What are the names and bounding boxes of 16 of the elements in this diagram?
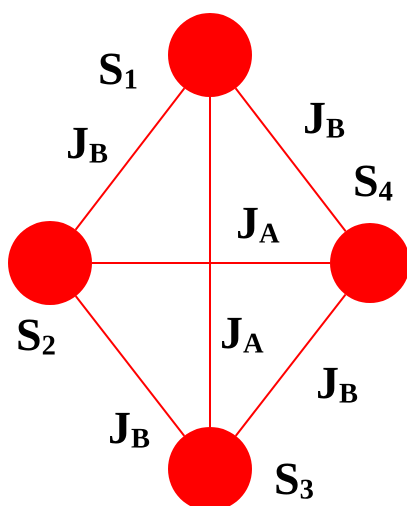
site-circle [330,223,407,303]
connector-line [92,262,330,264]
connector-line [74,88,186,230]
connector-line [234,294,346,436]
spin-label: S$_{1}$ [98,46,138,95]
coupling-label: J$_{B}$ [316,360,358,409]
coupling-label: J$_{A}$ [236,200,280,249]
connector-line [209,97,211,427]
spin-label: S$_{3}$ [274,456,314,505]
coupling-label: J$_{A}$ [220,310,264,359]
coupling-label: J$_{B}$ [108,405,150,454]
spin-label: S$_{2}$ [16,312,56,361]
connector-line [234,88,346,232]
coupling-label: J$_{B}$ [66,120,108,169]
spin-label: S$_{4}$ [353,158,393,207]
coupling-label: J$_{B}$ [303,95,346,144]
